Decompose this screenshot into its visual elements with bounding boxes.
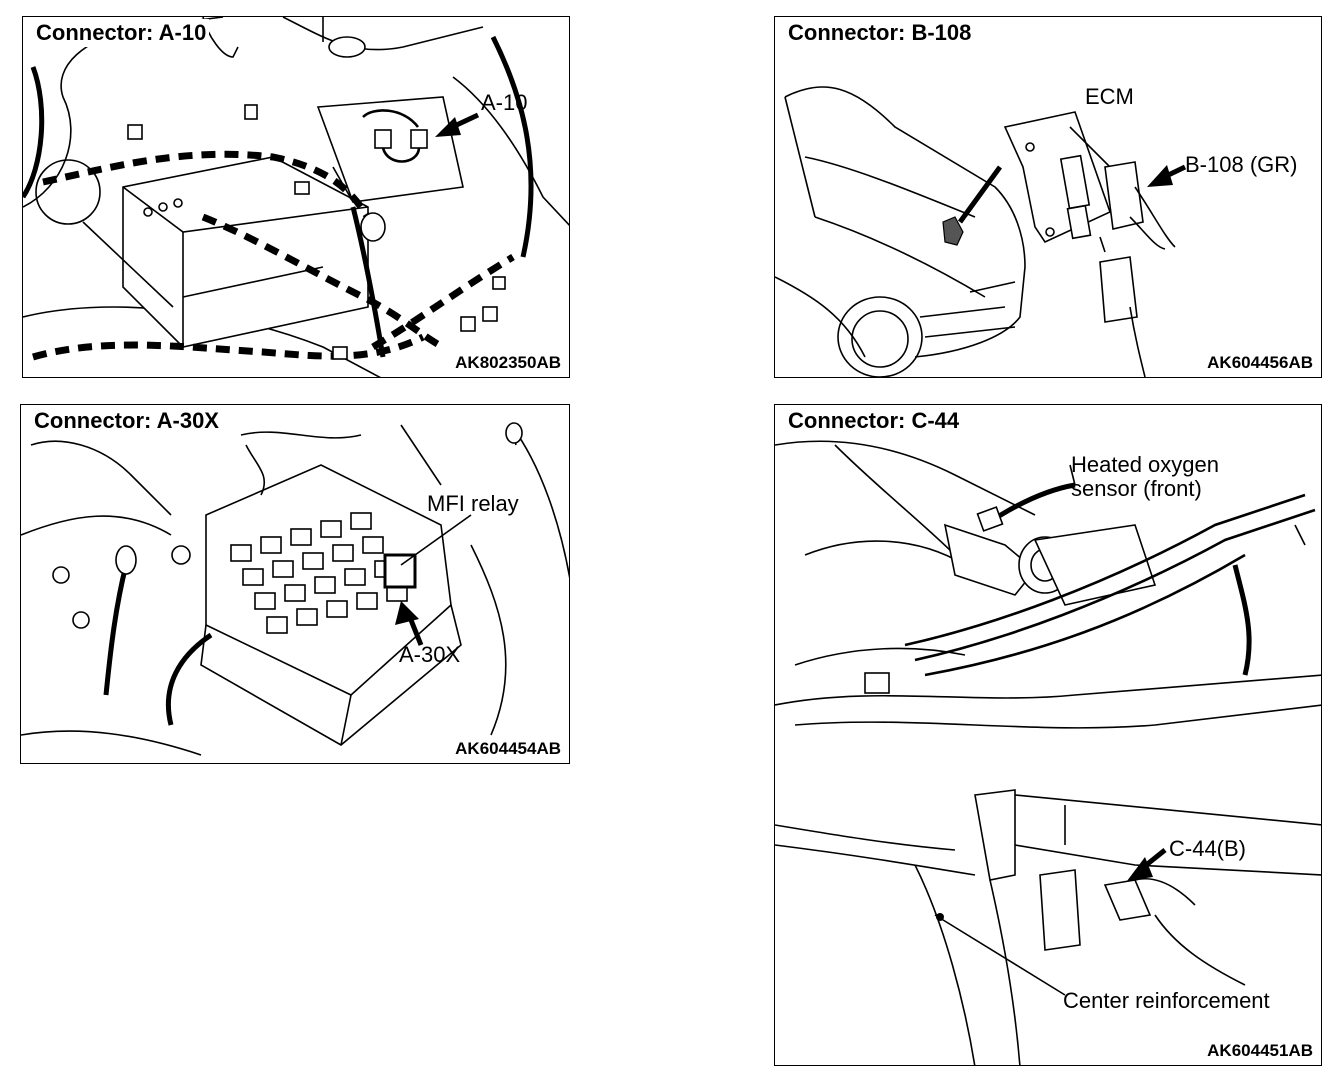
panel-connector-c44: Connector: C-44 Heated oxygen sensor (fr… — [774, 404, 1322, 1066]
figure-code: AK802350AB — [453, 352, 563, 374]
relay-slot — [272, 560, 294, 578]
relay-slot — [290, 528, 312, 546]
relay-slot — [332, 544, 354, 562]
heated-oxygen-sensor-label-line1: Heated oxygen — [1071, 452, 1219, 477]
relay-slot — [326, 600, 348, 618]
panel-title: Connector: A-10 — [33, 19, 210, 47]
panel-connector-a10: Connector: A-10 A-10 AK802350AB — [22, 16, 570, 378]
figure-code: AK604451AB — [1205, 1040, 1315, 1062]
relay-slot — [296, 608, 318, 626]
relay-slot — [284, 584, 306, 602]
relay-slot — [302, 552, 324, 570]
car-ecm-illustration-b108 — [775, 86, 1187, 377]
figure-code: AK604456AB — [1205, 352, 1315, 374]
relay-slot — [242, 568, 264, 586]
relay-slot — [266, 616, 288, 634]
connector-callout-c44: C-44(B) — [1169, 836, 1247, 861]
engine-bay-illustration-a10 — [23, 17, 569, 377]
panel-title: Connector: C-44 — [785, 407, 963, 435]
panel-connector-a30x: Connector: A-30X MFI relay A-30X AK60445… — [20, 404, 570, 764]
figure-code: AK604454AB — [453, 738, 563, 760]
relay-slot — [350, 512, 372, 530]
panel-title: Connector: A-30X — [31, 407, 222, 435]
panel-title: Connector: B-108 — [785, 19, 975, 47]
relay-box-illustration-a30x — [21, 422, 569, 756]
relay-slot — [314, 576, 336, 594]
relay-slot — [344, 568, 366, 586]
exhaust-underbody-illustration-c44 — [775, 440, 1321, 1065]
mfi-relay-label: MFI relay — [427, 491, 519, 516]
connector-callout-b108: B-108 (GR) — [1185, 152, 1298, 177]
relay-slot — [356, 592, 378, 610]
relay-slot — [362, 536, 384, 554]
center-reinforcement-label: Center reinforcement — [1063, 988, 1270, 1013]
heated-oxygen-sensor-label-line2: sensor (front) — [1071, 476, 1202, 501]
relay-slot — [254, 592, 276, 610]
relay-slot — [320, 520, 342, 538]
connector-callout-a10: A-10 — [481, 90, 528, 115]
connector-callout-a30x: A-30X — [399, 642, 461, 667]
panel-connector-b108: Connector: B-108 ECM B-108 (GR) AK604456… — [774, 16, 1322, 378]
relay-slot — [230, 544, 252, 562]
ecm-label: ECM — [1085, 84, 1134, 109]
relay-slot — [260, 536, 282, 554]
